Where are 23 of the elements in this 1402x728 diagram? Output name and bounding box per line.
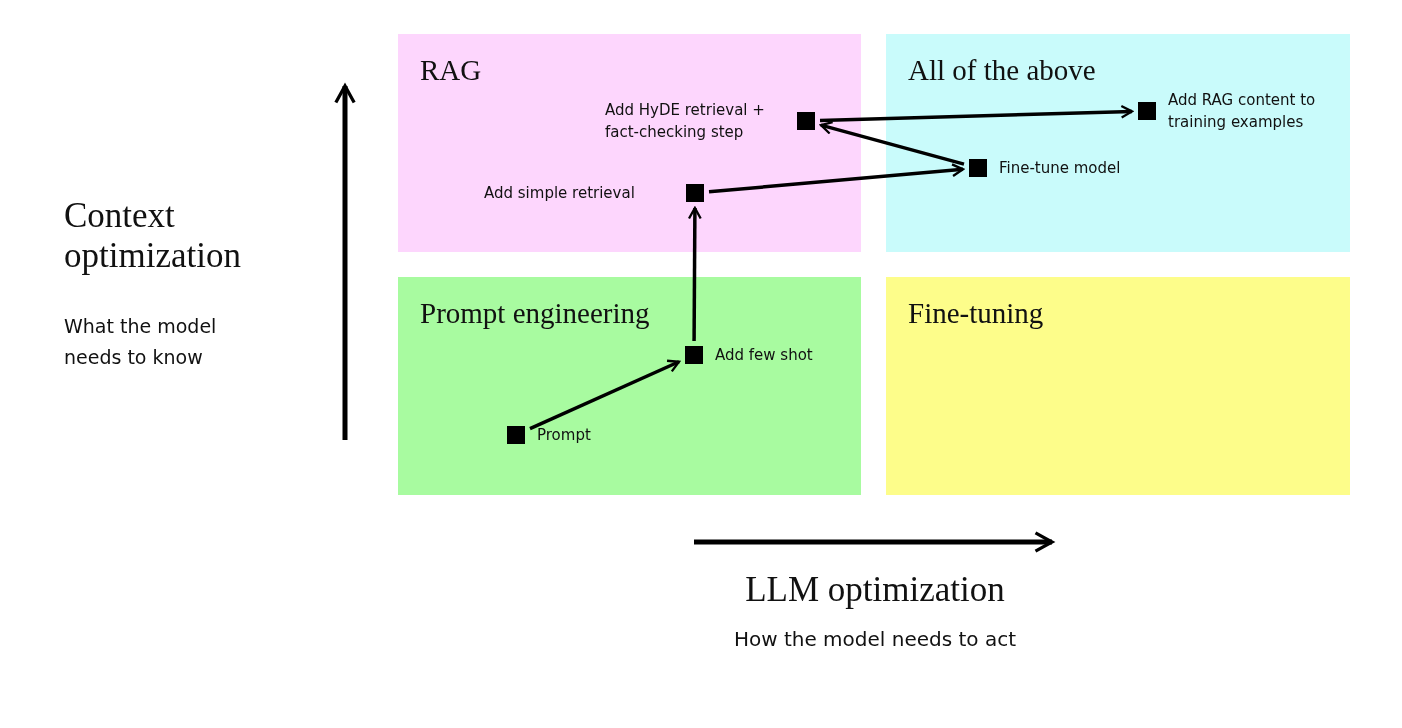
axis-description: How the model needs to act (732, 626, 1018, 653)
quadrant-panel (886, 277, 1350, 495)
step-label: Fine-tune model (999, 158, 1122, 179)
axis-title: Context optimization (64, 196, 242, 276)
step-label: Add RAG content to training examples (1168, 90, 1317, 133)
step-label: Add simple retrieval (484, 183, 636, 204)
quadrant-title: All of the above (908, 54, 1096, 87)
arrow (687, 206, 702, 341)
quadrant-panel (398, 277, 861, 495)
step-label: Add few shot (715, 345, 814, 366)
arrow (708, 163, 965, 194)
arrow (529, 359, 681, 431)
quadrant-title: Prompt engineering (420, 297, 650, 330)
axis-title: LLM optimization (744, 570, 1006, 610)
quadrant-title: RAG (420, 54, 482, 87)
axis-description: What the model needs to know (64, 314, 218, 370)
step-label: Add HyDE retrieval + fact-checking step (605, 100, 766, 143)
quadrant-panel (886, 34, 1350, 252)
arrow (819, 121, 965, 166)
arrow (819, 104, 1134, 123)
step-label: Prompt (537, 425, 592, 446)
quadrant-title: Fine-tuning (908, 297, 1044, 330)
quadrant-panel (398, 34, 861, 252)
